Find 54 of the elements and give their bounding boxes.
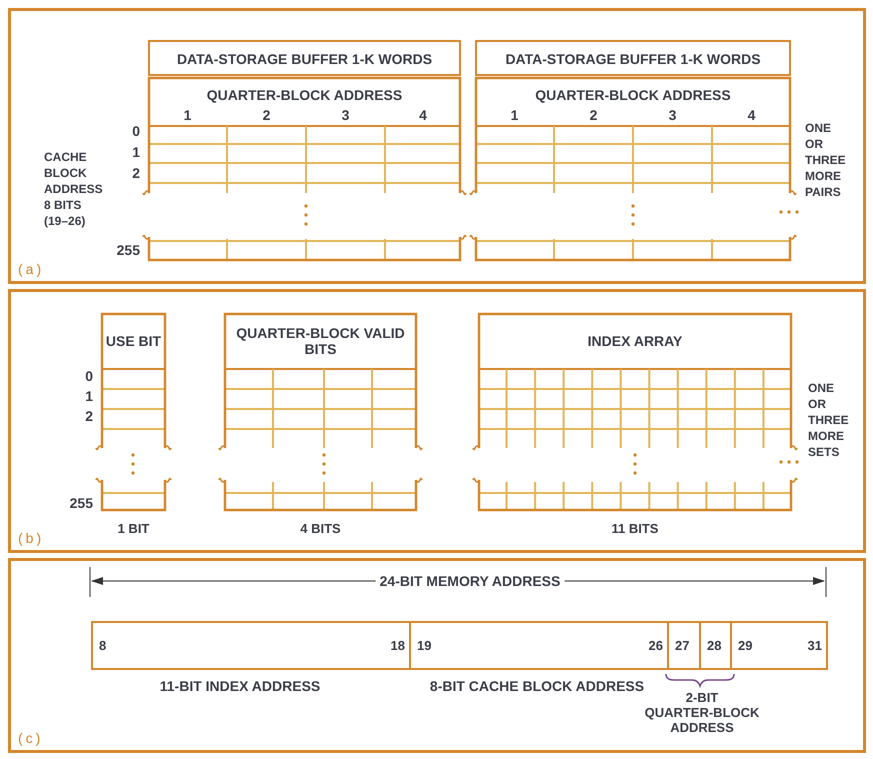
figure-panel: [8, 558, 866, 753]
field-label: 2-BIT QUARTER-BLOCK ADDRESS: [644, 690, 760, 735]
address-field: [667, 621, 701, 670]
address-field: [91, 621, 411, 670]
bit-number: 31: [808, 638, 822, 654]
note: ONE OR THREE MORE PAIRS: [805, 120, 846, 200]
buffer-title-box: [148, 40, 461, 76]
field-label: 11-BIT INDEX ADDRESS: [160, 678, 320, 694]
dimension-label: 24-BIT MEMORY ADDRESS: [376, 573, 564, 589]
panel-label: (a): [18, 261, 44, 277]
panel-label: (b): [18, 530, 44, 546]
width-label: 11 BITS: [610, 521, 660, 537]
table-heading: USE BIT: [105, 332, 162, 351]
column-number: 1: [510, 107, 520, 123]
row-number: 1: [131, 144, 140, 160]
width-label: 1 BIT: [116, 521, 150, 537]
column-number: 1: [182, 107, 192, 123]
address-field: [730, 621, 828, 670]
figure-panel: [8, 289, 866, 553]
column-number: 2: [588, 107, 598, 123]
width-label: 4 BITS: [299, 521, 342, 537]
field-label: 8-BIT CACHE BLOCK ADDRESS: [430, 678, 644, 694]
bit-number: 26: [648, 638, 663, 654]
note: ONE OR THREE MORE SETS: [808, 380, 849, 460]
table-heading: QUARTER-BLOCK VALID BITS: [235, 324, 406, 359]
table-title: DATA-STORAGE BUFFER 1-K WORDS: [504, 51, 762, 67]
column-heading: QUARTER-BLOCK ADDRESS: [206, 87, 404, 103]
bit-number: 29: [738, 638, 752, 654]
bit-number: 8: [99, 638, 106, 654]
bit-number: 18: [390, 638, 405, 654]
bit-number: 27: [675, 638, 690, 654]
column-number: 3: [340, 107, 350, 123]
figure-panel: [8, 8, 866, 284]
column-number: 4: [746, 107, 756, 123]
row-number: 1: [84, 388, 93, 404]
column-number: 3: [668, 107, 678, 123]
row-number: 0: [131, 123, 140, 139]
address-field: [409, 621, 669, 670]
address-field: [699, 621, 732, 670]
column-heading: QUARTER-BLOCK ADDRESS: [534, 87, 732, 103]
column-number: 2: [262, 107, 272, 123]
row-number: 0: [84, 368, 93, 384]
row-number: 255: [116, 242, 140, 258]
buffer-title-box: [475, 40, 791, 76]
table-heading: INDEX ARRAY: [586, 332, 684, 351]
row-number: 2: [131, 165, 140, 181]
row-number: 2: [84, 408, 93, 424]
table-title: DATA-STORAGE BUFFER 1-K WORDS: [176, 51, 434, 67]
bit-number: 19: [417, 638, 432, 654]
column-number: 4: [418, 107, 428, 123]
row-number: 255: [68, 495, 93, 511]
bit-number: 28: [707, 638, 722, 654]
axis-label: CACHE BLOCK ADDRESS 8 BITS (19–26): [44, 149, 104, 229]
panel-label: (c): [18, 730, 44, 746]
